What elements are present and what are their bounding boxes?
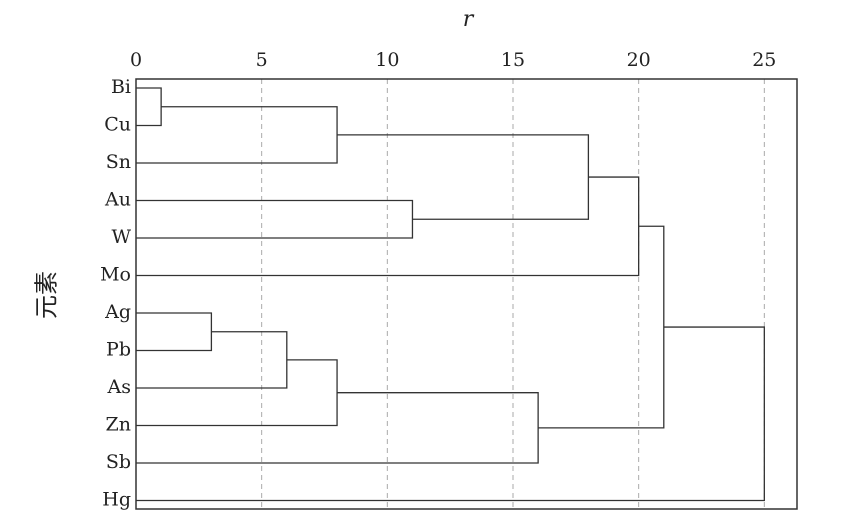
dendrogram-link <box>538 225 665 429</box>
y-axis-label: 元素 <box>33 271 61 319</box>
leaf-label-w: W <box>111 226 131 248</box>
dendrogram-link <box>136 106 338 164</box>
leaf-label-bi: Bi <box>111 76 131 98</box>
x-tick-labels: 0 5 10 15 20 25 <box>130 49 776 71</box>
leaf-label-ag: Ag <box>104 301 131 323</box>
chart-title: r <box>463 7 475 32</box>
x-tick-label: 15 <box>501 49 525 71</box>
x-tick-label: 5 <box>256 49 268 71</box>
dendrogram-link <box>136 199 414 239</box>
dendrogram-link <box>136 312 213 352</box>
dendrogram-link <box>136 326 765 502</box>
x-tick-label: 20 <box>627 49 651 71</box>
leaf-label-au: Au <box>104 189 131 211</box>
leaf-label-pb: Pb <box>106 339 131 361</box>
plot-frame <box>135 78 798 510</box>
dendrogram-link <box>337 134 590 220</box>
leaf-label-zn: Zn <box>106 414 131 436</box>
leaf-label-sb: Sb <box>106 451 131 473</box>
dendrogram-link <box>136 87 162 127</box>
leaf-label-hg: Hg <box>102 489 131 511</box>
x-tick-label: 25 <box>752 49 776 71</box>
leaf-label-sn: Sn <box>106 151 131 173</box>
dendrogram-link <box>136 359 338 427</box>
dendrogram-links <box>136 87 765 502</box>
x-tick-label: 0 <box>130 49 142 71</box>
leaf-label-cu: Cu <box>104 114 131 136</box>
leaf-label-as: As <box>107 376 131 398</box>
x-tick-label: 10 <box>375 49 399 71</box>
leaf-label-mo: Mo <box>100 264 131 286</box>
